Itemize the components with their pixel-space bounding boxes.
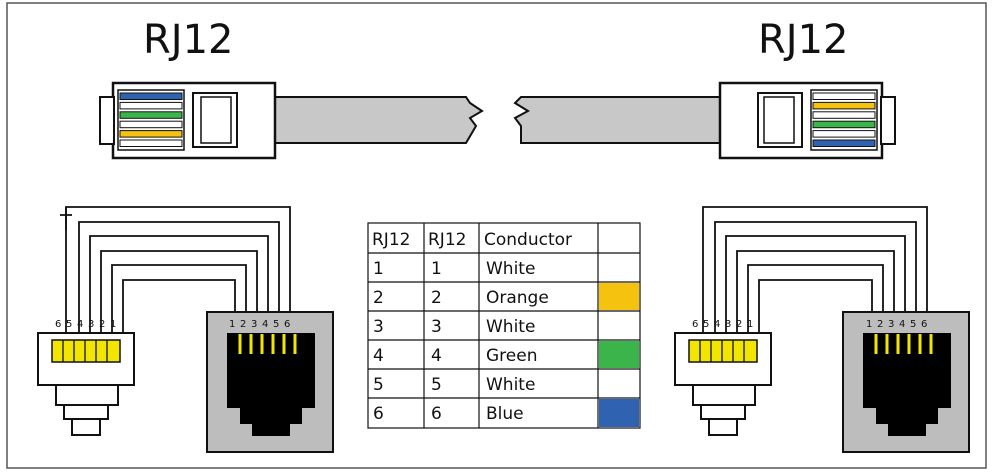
row1-pin-a: 1 [373,259,384,279]
right-jack-pin-5: 5 [910,319,916,330]
left-jack-pin-5: 5 [273,319,279,330]
left-jack-pin-1: 1 [229,319,235,330]
right-plug-pin-4: 4 [714,319,720,330]
cable-assembly [99,81,896,160]
row3-pin-a: 3 [373,317,384,337]
left-plug-pin-5: 5 [66,319,72,330]
row5-conductor: White [486,375,535,395]
plug-conductor-orange [119,130,183,138]
right-jack-pin-6: 6 [921,319,927,330]
left-jack: 1 2 3 4 5 6 [206,311,334,453]
right-plug-pin-5: 5 [703,319,709,330]
row4-conductor: Green [486,346,537,366]
cable-right-segment [513,96,721,144]
header-rj12-b: RJ12 [428,230,466,250]
swatch-blue [599,399,639,427]
row5-pin-a: 5 [373,375,384,395]
plug-conductor-white [812,111,876,119]
swatch-green [599,341,639,368]
plug-conductor-white [812,92,876,100]
left-plug-top-view [99,81,277,160]
right-wire-paths [702,206,928,334]
row6-conductor: Blue [486,404,524,424]
right-title: RJ12 [758,17,849,63]
left-plug-side-view: 6 5 4 3 2 1 [37,319,135,436]
row3-conductor: White [486,317,535,337]
plug-conductor-white [119,120,183,129]
right-wiring-assembly: 6 5 4 3 2 1 1 2 3 4 5 6 [674,206,970,453]
right-plug-pin-6: 6 [692,319,698,330]
left-plug-pin-2: 2 [99,319,105,330]
left-plug-pin-1: 1 [110,319,116,330]
plug-conductor-orange [812,101,876,110]
right-plug-pin-1: 1 [747,319,753,330]
left-jack-pin-3: 3 [251,319,257,330]
right-plug-pin-3: 3 [725,319,731,330]
right-plug-side-view: 6 5 4 3 2 1 [674,319,772,436]
left-wire-paths [60,206,291,334]
plug-conductor-white [812,130,876,138]
swatch-orange [599,283,639,310]
plug-conductor-white [119,101,183,110]
left-plug-pin-3: 3 [88,319,94,330]
row4-pin-b: 4 [431,346,442,366]
row1-conductor: White [486,259,535,279]
plug-conductor-blue [119,92,183,100]
row6-pin-b: 6 [431,404,442,424]
row6-pin-a: 6 [373,404,384,424]
row4-pin-a: 4 [373,346,384,366]
left-plug-wires [119,92,183,147]
plug-conductor-green [812,120,876,129]
right-plug-pin-2: 2 [736,319,742,330]
row5-pin-b: 5 [431,375,442,395]
left-jack-pin-4: 4 [262,319,268,330]
header-conductor: Conductor [484,230,572,250]
pinout-table [367,222,641,429]
row3-pin-b: 3 [431,317,442,337]
cable-left-segment [271,96,484,144]
right-plug-top-view [718,81,896,160]
right-jack: 1 2 3 4 5 6 [842,311,970,453]
plug-conductor-white [119,139,183,147]
right-jack-pin-1: 1 [866,319,872,330]
right-jack-pin-3: 3 [888,319,894,330]
row2-pin-a: 2 [373,288,384,308]
row2-conductor: Orange [486,288,549,308]
right-jack-pin-4: 4 [899,319,905,330]
row2-pin-b: 2 [431,288,442,308]
header-rj12-a: RJ12 [372,230,410,250]
row1-pin-b: 1 [431,259,442,279]
plug-conductor-blue [812,139,876,147]
right-plug-wires [812,92,876,147]
left-jack-pin-6: 6 [284,319,290,330]
plug-conductor-green [119,111,183,119]
left-title: RJ12 [143,17,234,63]
pinout-table-text: RJ12 RJ12 Conductor 1 1 White 2 2 Orange… [372,230,572,424]
left-plug-pin-6: 6 [55,319,61,330]
left-plug-pin-4: 4 [77,319,83,330]
left-wiring-assembly: 6 5 4 3 2 1 1 2 3 4 5 6 [37,206,334,453]
left-jack-pin-2: 2 [240,319,246,330]
right-jack-pin-2: 2 [877,319,883,330]
